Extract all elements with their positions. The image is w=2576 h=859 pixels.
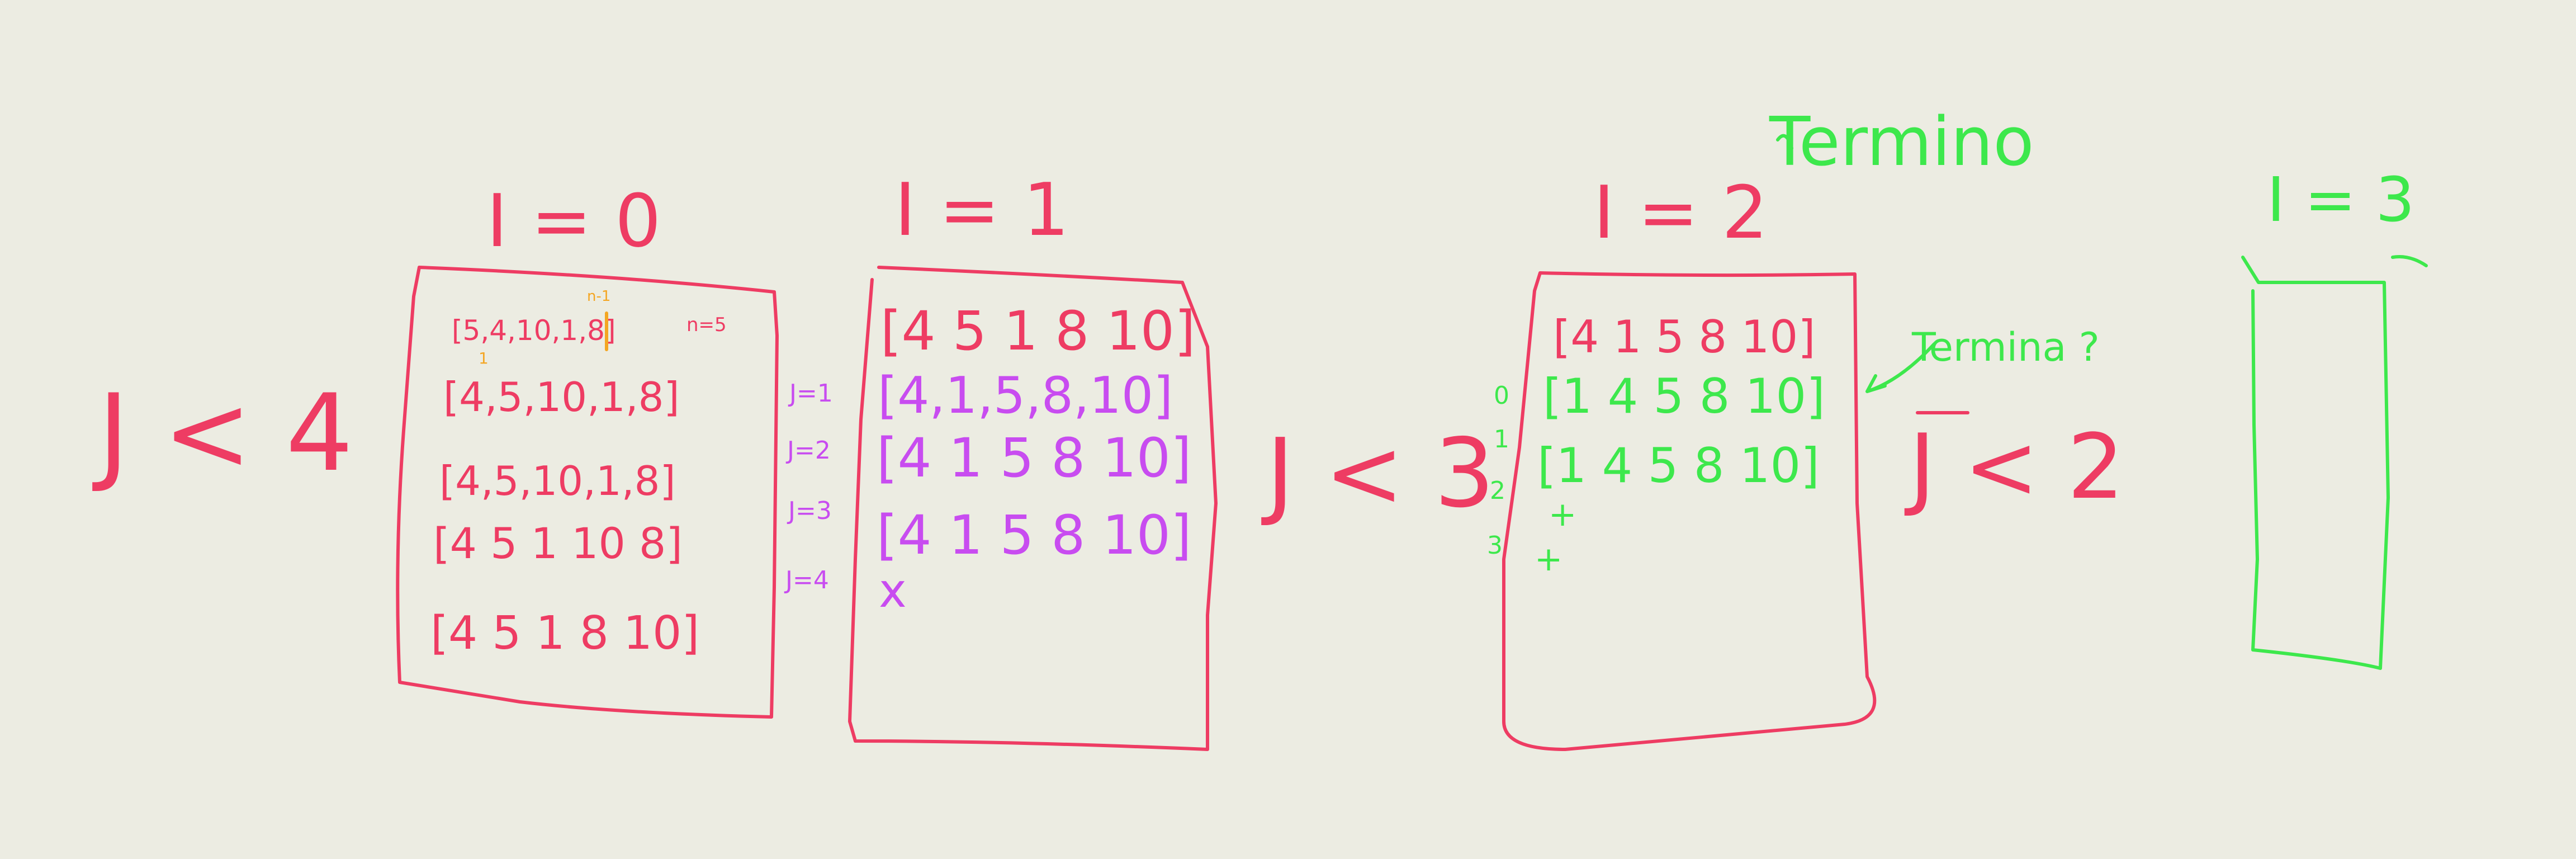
panel-i2-index-1: 1	[1494, 425, 1509, 454]
termino-tick	[1776, 134, 1793, 150]
panel-i1-frame	[848, 266, 1218, 751]
panel-i0-index-mark: 1	[479, 349, 489, 367]
j-lt-3-text: J < 3	[1261, 418, 1495, 529]
panel-i2-mark-2: +	[1535, 540, 1562, 579]
panel-i3: I = 3	[2241, 164, 2428, 670]
panel-i1-title: I = 1	[894, 167, 1069, 252]
panel-i2-index-0: 0	[1494, 381, 1509, 410]
j-lt-4-text: J < 4	[92, 371, 353, 495]
panel-i0: I = 0 [5,4,10,1,8] n-1 n=5 1 [4,5,10,1,8…	[396, 178, 779, 719]
j-less-than-3-label: J < 3	[1261, 418, 1495, 529]
panel-i1-row-3: [4 1 5 8 10]	[877, 427, 1191, 489]
panel-i1-end-mark: x	[879, 563, 907, 618]
panel-i0-row-2: [4,5,10,1,8]	[443, 374, 680, 421]
panel-i2-row-1: [4 1 5 8 10]	[1553, 311, 1816, 363]
panel-i0-row-3: [4,5,10,1,8]	[439, 457, 676, 504]
j-label-3: J=3	[787, 497, 832, 525]
j-label-1: J=1	[788, 379, 833, 408]
panel-i1-j-labels: J=1 J=2 J=3 J=4	[784, 379, 833, 594]
panel-i1-row-4: [4 1 5 8 10]	[877, 504, 1191, 567]
panel-i2-index-2: 2	[1490, 476, 1505, 505]
panel-i2-index-3: 3	[1487, 531, 1503, 560]
panel-i3-tick	[2391, 255, 2428, 267]
panel-i1-row-2: [4,1,5,8,10]	[878, 366, 1173, 425]
panel-i3-title: I = 3	[2267, 164, 2415, 235]
j-lt-2-text: J < 2	[1904, 414, 2124, 519]
termino-text: Termino	[1769, 103, 2034, 181]
panel-i2-row-2: [1 4 5 8 10]	[1543, 369, 1825, 424]
panel-i0-n-minus-1: n-1	[587, 288, 610, 305]
panel-i0-title: I = 0	[486, 178, 661, 263]
panel-i3-frame	[2241, 256, 2390, 670]
j-label-2: J=2	[785, 436, 831, 465]
panel-i1: I = 1 [4 5 1 8 10] [4,1,5,8,10] [4 1 5 8…	[848, 167, 1218, 751]
panel-i2-frame	[1502, 271, 1877, 751]
panel-i2-row-3: [1 4 5 8 10]	[1537, 438, 1820, 494]
j-label-4: J=4	[784, 566, 829, 594]
panel-i2-mark-1: +	[1549, 495, 1576, 534]
panel-i0-row-1: [5,4,10,1,8]	[452, 314, 615, 347]
termina-arrow	[1865, 342, 1936, 393]
panel-i0-n-eq: n=5	[686, 314, 727, 336]
panel-i1-row-1: [4 5 1 8 10]	[880, 300, 1195, 362]
j-less-than-4-label: J < 4	[92, 371, 353, 495]
panel-i0-row-4: [4 5 1 10 8]	[433, 518, 683, 568]
panel-i2: I = 2 [4 1 5 8 10] [1 4 5 8 10] [1 4 5 8…	[1487, 170, 2100, 751]
panel-i0-row-5: [4 5 1 8 10]	[430, 607, 699, 660]
panel-i2-question: Termina ?	[1911, 324, 2100, 370]
panel-i2-title: I = 2	[1593, 170, 1768, 255]
panel-i0-frame	[396, 266, 779, 719]
j-less-than-2-label: J < 2	[1904, 411, 2124, 519]
termino-note: Termino	[1769, 103, 2034, 181]
